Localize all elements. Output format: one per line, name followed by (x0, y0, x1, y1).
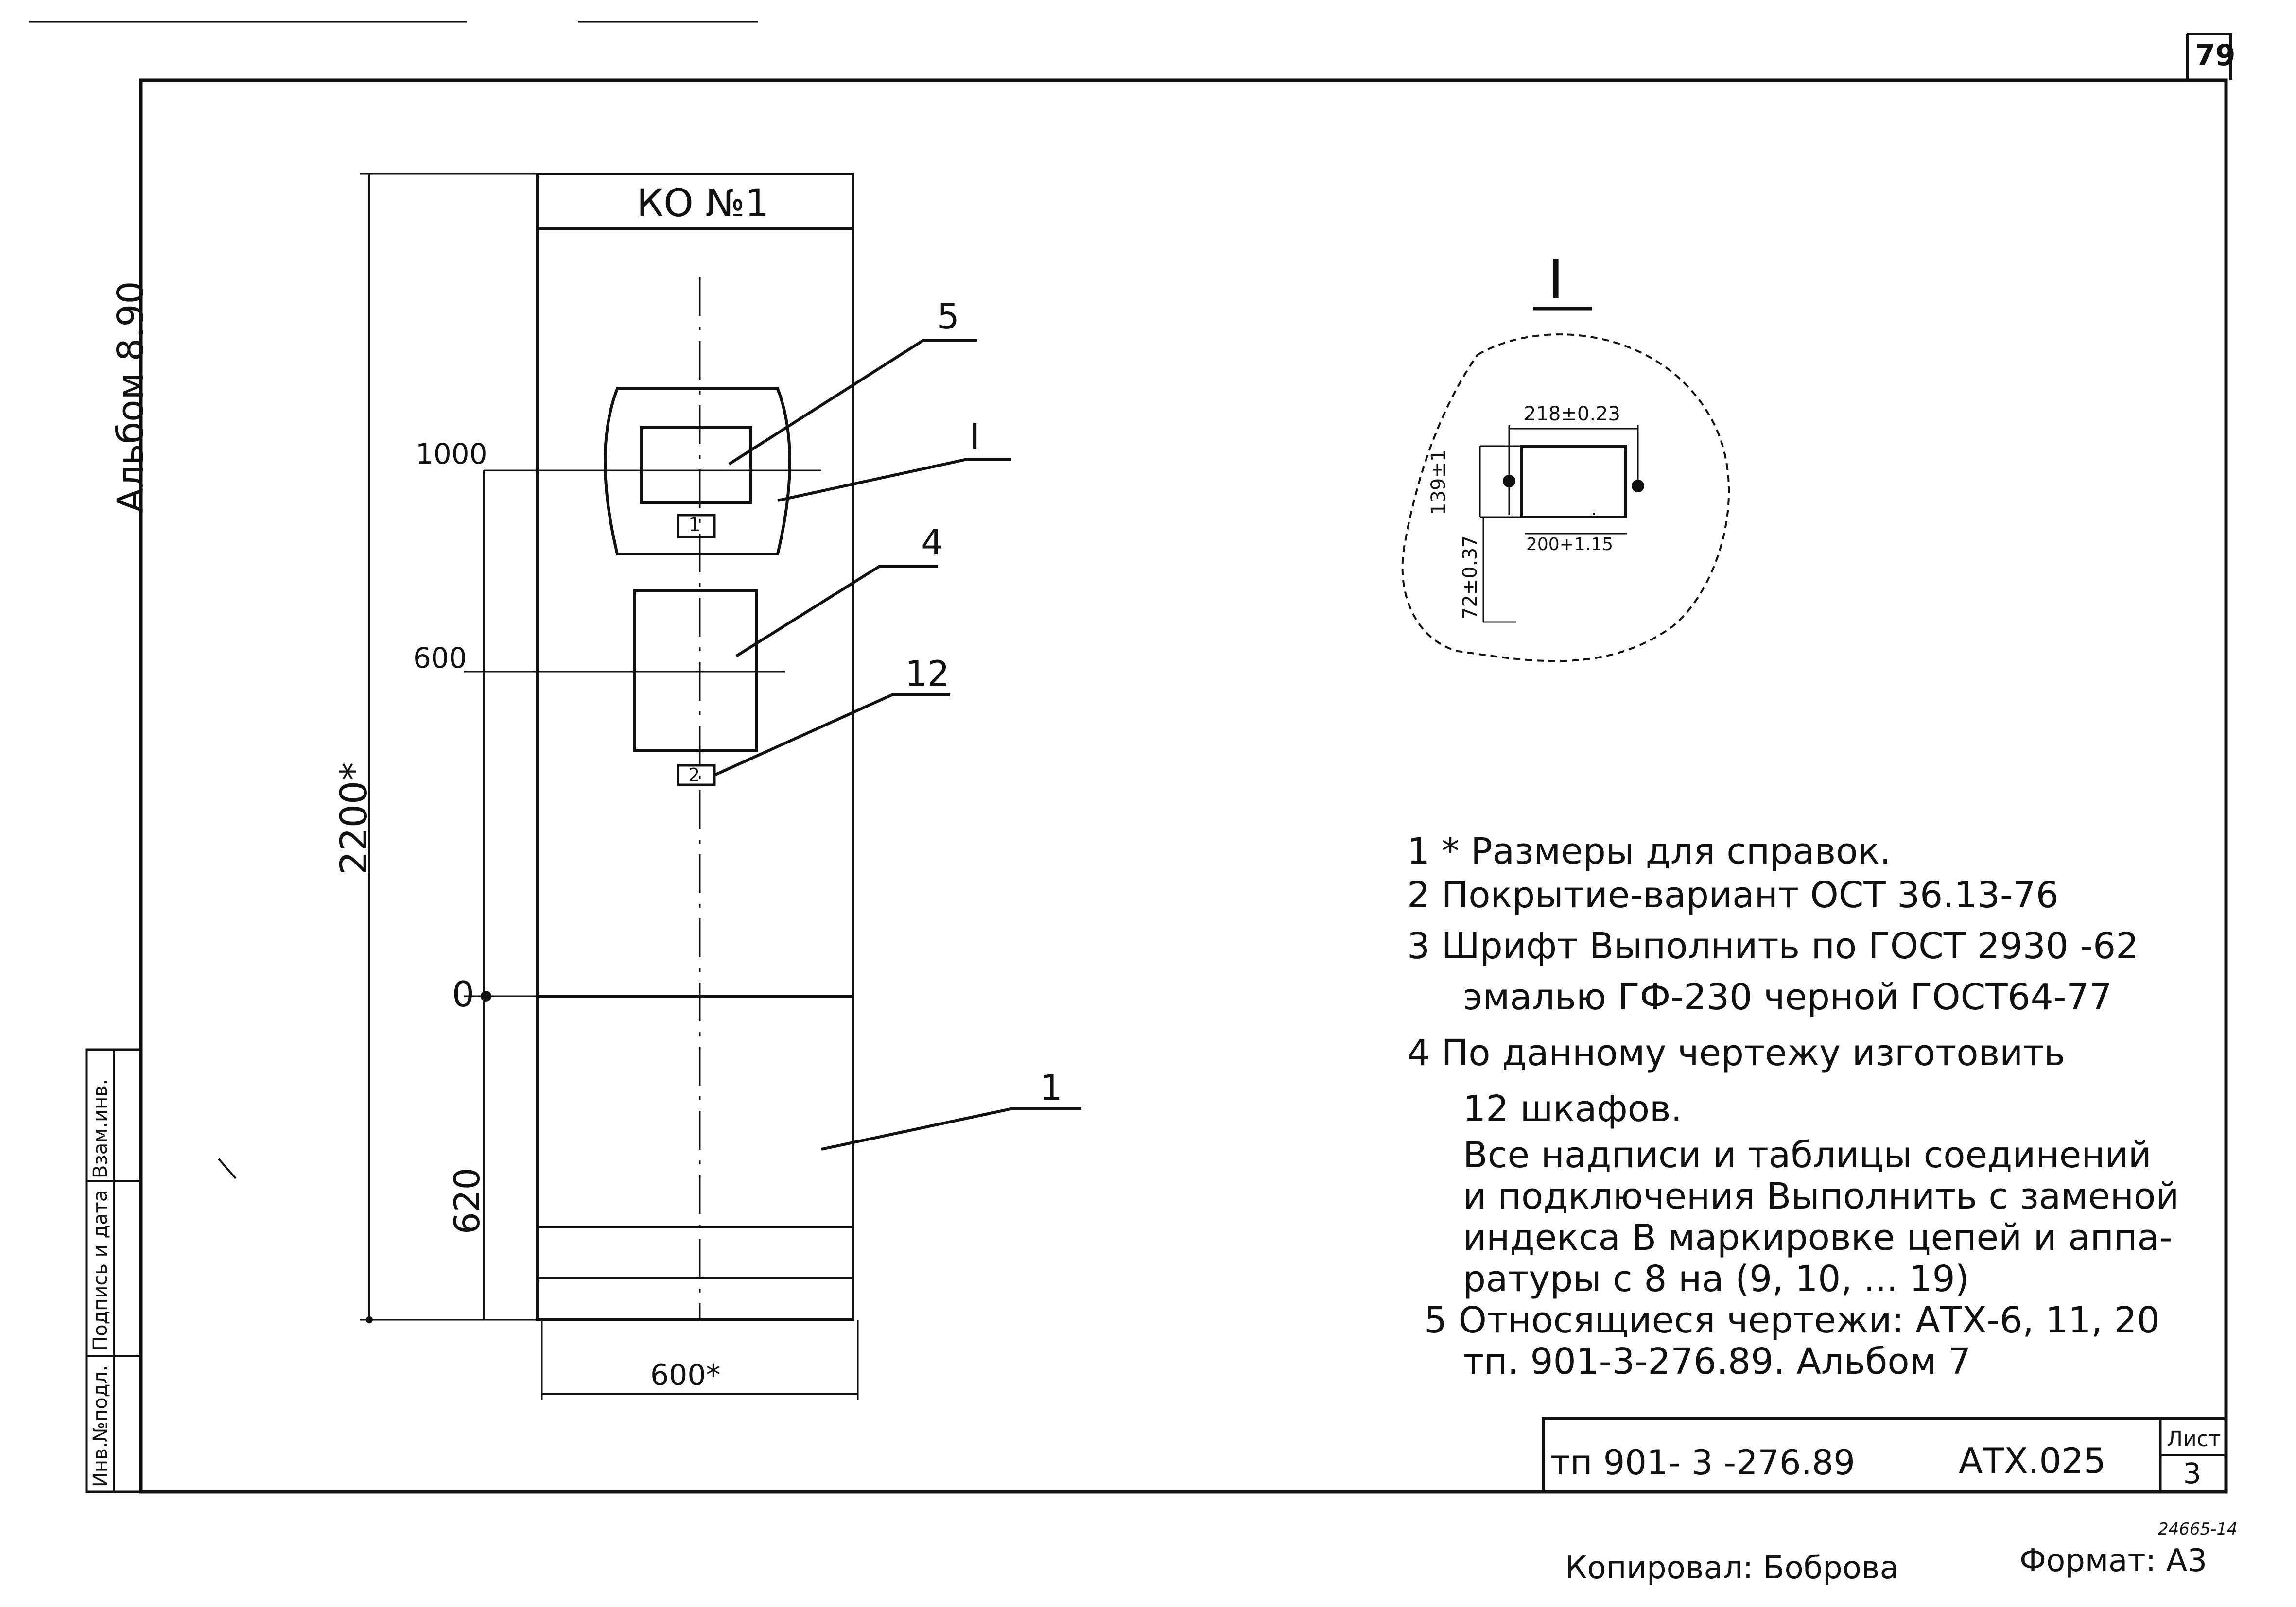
callout-5: 5 (937, 296, 959, 337)
note-3-num: 3 (1407, 925, 1430, 967)
note-4-text: По данному чертежу изготовить (1441, 1032, 2065, 1074)
title-sheet-num: 3 (2183, 1457, 2201, 1490)
note-3: 3 Шрифт Выполнить по ГОСТ 2930 -62 (1407, 928, 2139, 964)
stamp-label-sign: Подпись и дата (89, 1190, 112, 1351)
note-4-cont-5-text: ратуры с 8 на (9, 10, ... 19) (1463, 1258, 1969, 1300)
callout-4: 4 (921, 522, 943, 563)
note-2-text: Покрытие-вариант ОСТ 36.13-76 (1441, 874, 2059, 916)
title-sheet-label: Лист (2167, 1427, 2221, 1451)
sheet-frame (139, 78, 2228, 1494)
note-4-cont-4-text: индекса В маркировке цепей и аппа- (1463, 1217, 2173, 1259)
note-5-cont-text: тп. 901-3-276.89. Альбом 7 (1463, 1341, 1971, 1382)
detail-title: I (1548, 248, 1564, 311)
note-4-cont-5: ратуры с 8 на (9, 10, ... 19) (1463, 1261, 1969, 1297)
note-4-cont-1: 12 шкафов. (1463, 1091, 1682, 1127)
note-1: 1 * Размеры для справок. (1407, 833, 1891, 869)
album-label: Альбом 8.90 (110, 281, 152, 513)
note-4-cont-1-text: 12 шкафов. (1463, 1088, 1683, 1130)
detail-dim-height: 139±1 (1427, 449, 1450, 515)
dim-zero: 0 (452, 974, 474, 1015)
note-4-cont-4: индекса В маркировке цепей и аппа- (1463, 1220, 2172, 1256)
stamp-label-replace: Взам.инв. (89, 1079, 112, 1178)
dim-height-upper: 1000 (416, 437, 487, 470)
note-3-text: Шрифт Выполнить по ГОСТ 2930 -62 (1441, 925, 2139, 967)
device-2-window (633, 589, 758, 752)
dim-height-total: 2200* (332, 762, 375, 875)
note-2: 2 Покрытие-вариант ОСТ 36.13-76 (1407, 877, 2059, 913)
device-1-window (640, 426, 752, 504)
detail-dim-hole: 200+1.15 (1526, 535, 1614, 554)
item-label-1: 1 (688, 514, 701, 536)
detail-dim-offset: 72±0.37 (1459, 535, 1481, 620)
footer-format: Формат: А3 (2019, 1543, 2208, 1579)
note-5: 5 Относящиеся чертежи: АТХ-6, 11, 20 (1424, 1302, 2160, 1338)
dim-height-lower: 620 (447, 1167, 487, 1234)
note-3-cont: эмалью ГФ-230 черной ГОСТ64-77 (1463, 979, 2112, 1015)
cabinet-label: КО №1 (637, 182, 769, 225)
note-1-num: 1 (1407, 830, 1430, 872)
callout-1: 1 (1040, 1067, 1062, 1108)
page-number: 79 (2195, 38, 2236, 72)
footer-small-code: 24665-14 (2158, 1520, 2238, 1539)
note-5-num: 5 (1424, 1299, 1447, 1341)
footer-copied-by: Копировал: Боброва (1565, 1550, 1899, 1586)
title-code: АТХ.025 (1959, 1440, 2106, 1481)
note-4: 4 По данному чертежу изготовить (1407, 1035, 2065, 1071)
note-5-text: Относящиеся чертежи: АТХ-6, 11, 20 (1458, 1299, 2160, 1341)
stamp-label-inv: Инв.№подл. (89, 1365, 112, 1487)
cabinet-outline (536, 173, 854, 1321)
page-number-box (2186, 33, 2232, 80)
callout-12: 12 (905, 653, 950, 694)
note-4-cont-3: и подключения Выполнить с заменой (1463, 1178, 2179, 1214)
zero-marker (481, 991, 491, 1002)
title-project: тп 901- 3 -276.89 (1550, 1443, 1855, 1483)
dim-width: 600* (650, 1358, 721, 1392)
note-1-text: * Размеры для справок. (1441, 830, 1891, 872)
note-4-cont-2: Все надписи и таблицы соединений (1463, 1137, 2152, 1173)
callout-I: I (970, 416, 980, 457)
note-4-cont-2-text: Все надписи и таблицы соединений (1463, 1134, 2152, 1176)
dim-height-mid: 600 (413, 641, 467, 674)
note-2-num: 2 (1407, 874, 1430, 916)
note-3-cont-text: эмалью ГФ-230 черной ГОСТ64-77 (1463, 976, 2112, 1018)
note-4-num: 4 (1407, 1032, 1430, 1074)
item-label-2: 2 (688, 764, 700, 786)
detail-cutout (1520, 445, 1627, 518)
detail-dim-width: 218±0.23 (1524, 403, 1620, 425)
note-4-cont-3-text: и подключения Выполнить с заменой (1463, 1175, 2179, 1217)
note-5-cont: тп. 901-3-276.89. Альбом 7 (1463, 1344, 1971, 1380)
detail-bubble (1401, 333, 1730, 662)
